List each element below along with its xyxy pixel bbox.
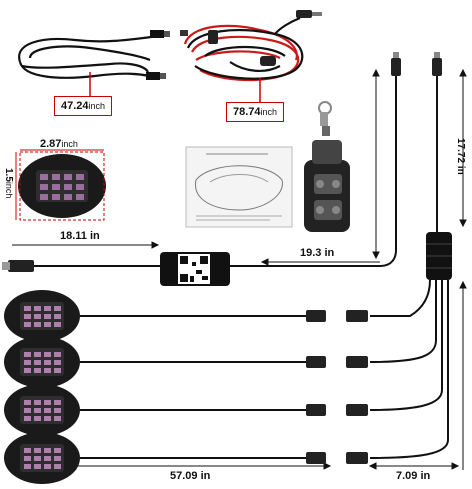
pod-width-label: 2.87inch	[40, 138, 78, 150]
power-harness-icon	[180, 10, 322, 82]
pod-lead-cables	[80, 315, 306, 459]
led-rock-light-icon	[4, 290, 80, 342]
led-rock-light-icon	[4, 432, 80, 484]
lead-left-label: 18.11 in	[60, 230, 100, 242]
lead-right-label: 19.3 in	[300, 247, 335, 259]
remote-control-icon	[304, 101, 350, 232]
led-rock-light-icon	[18, 154, 106, 218]
controller-cable	[34, 76, 397, 267]
splitter-hub-icon	[426, 232, 452, 280]
bottom-lead-label: 57.09 in	[170, 470, 211, 482]
pod-height-label: 1.5inch	[3, 168, 14, 199]
vertical-right-label: 17.72 in	[455, 138, 466, 175]
qr-code-icon	[160, 252, 230, 286]
extension-cable-icon	[18, 30, 170, 80]
cable1-length-label: 47.24inch	[54, 96, 113, 116]
manual-diagram-icon	[185, 146, 293, 228]
cable2-length-label: 78.74inch	[226, 102, 285, 122]
led-rock-light-icon	[4, 384, 80, 436]
bottom-right-label: 7.09 in	[396, 470, 431, 482]
led-rock-light-icon	[4, 336, 80, 388]
